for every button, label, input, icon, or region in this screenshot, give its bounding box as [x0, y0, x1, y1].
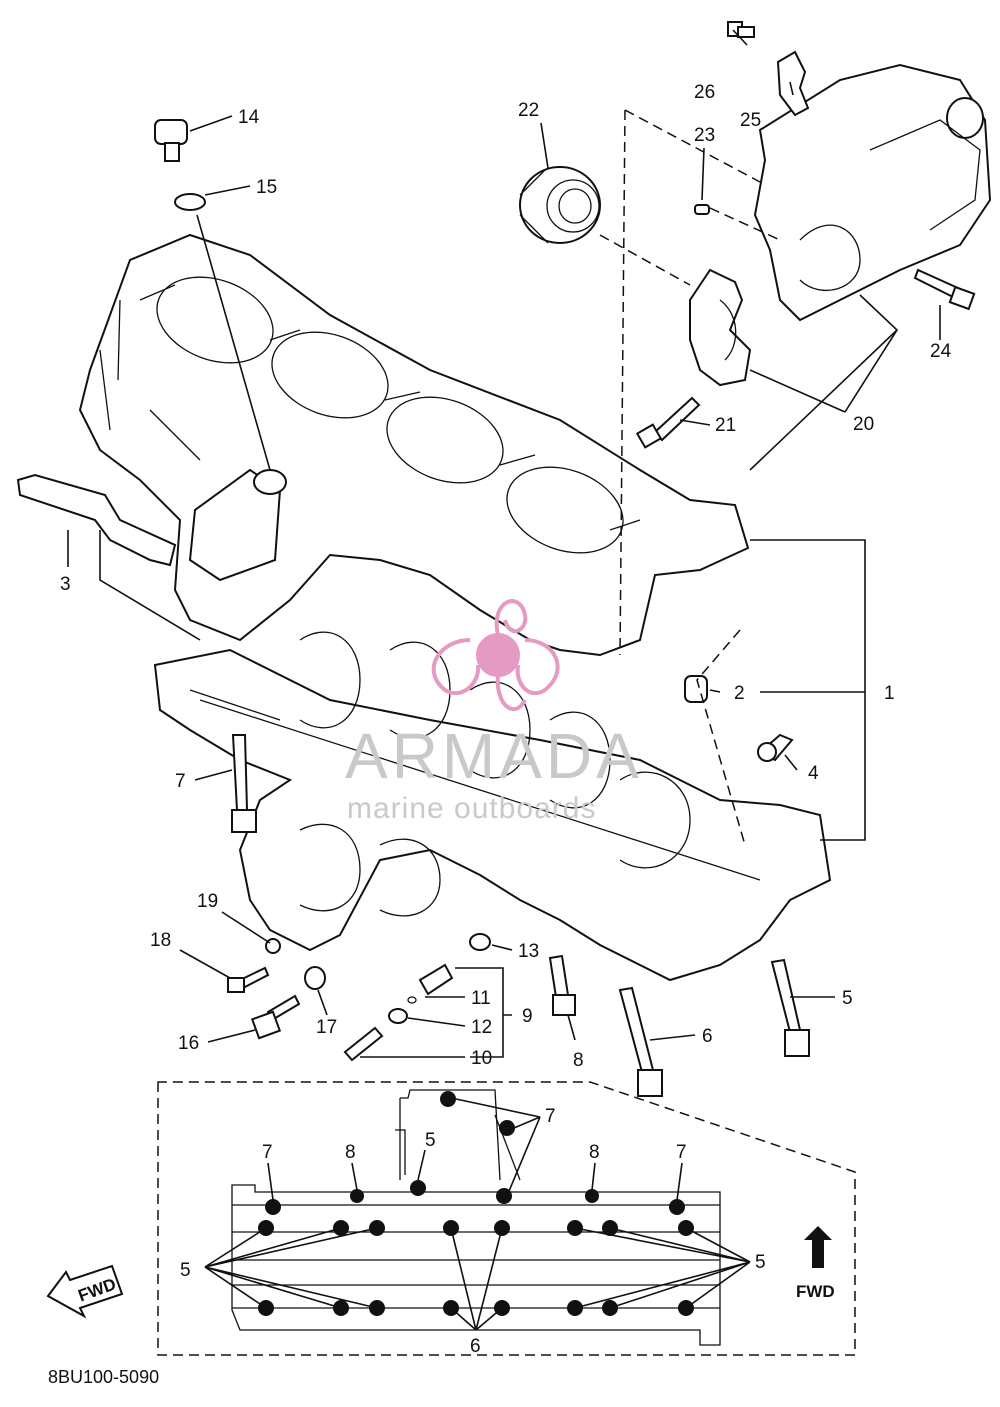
- inset-label-6-bottom: 6: [470, 1336, 481, 1357]
- callout-24: 24: [930, 341, 952, 362]
- callout-21: 21: [715, 415, 736, 436]
- leader-lines: [67, 29, 941, 1058]
- bolt-6: [618, 986, 663, 1097]
- fitting-11: [418, 963, 454, 996]
- watermark-logo: [431, 599, 560, 712]
- callout-26: 26: [694, 82, 715, 103]
- inset-label-8-right: 8: [589, 1142, 600, 1163]
- guide-3: [16, 473, 177, 567]
- callout-19: 19: [197, 891, 218, 912]
- inset-label-5-left: 5: [180, 1260, 191, 1281]
- fwd-up-arrow-icon: [804, 1226, 832, 1268]
- diagram-code: 8BU100-5090: [48, 1367, 159, 1387]
- callout-14: 14: [238, 107, 260, 128]
- callout-15: 15: [256, 177, 277, 198]
- callout-10: 10: [471, 1048, 492, 1069]
- lower-crankcase: [153, 631, 832, 982]
- callout-labels: 1 2 3 4 5 6 7 8 9 10 11 12 13 14 15 16 1…: [60, 82, 952, 1071]
- callout-17: 17: [316, 1017, 337, 1038]
- callout-5: 5: [842, 988, 853, 1009]
- cylinder-block: [78, 233, 750, 657]
- callout-13: 13: [518, 941, 539, 962]
- callout-18: 18: [150, 930, 171, 951]
- bolt-dots: [258, 1091, 694, 1316]
- watermark-brand: ARMADA: [345, 720, 643, 792]
- gasket-15: [174, 193, 206, 211]
- callout-4: 4: [808, 763, 819, 784]
- washer-17: [304, 966, 326, 990]
- bolt-8: [548, 954, 576, 1016]
- bolt-18: [227, 966, 270, 993]
- fwd-label: FWD: [796, 1282, 835, 1301]
- armada-watermark: ARMADA marine outboards: [345, 599, 643, 825]
- callout-16: 16: [178, 1033, 199, 1054]
- callout-25: 25: [740, 110, 761, 131]
- callout-9: 9: [522, 1006, 533, 1027]
- fwd-left-arrow-icon: FWD: [46, 1264, 124, 1319]
- bracket-25: [776, 50, 810, 117]
- callout-20: 20: [853, 414, 874, 435]
- callout-23: 23: [694, 125, 715, 146]
- bolt-5: [770, 958, 810, 1057]
- dowel-2: [684, 675, 708, 703]
- bolt-7: [231, 734, 257, 833]
- fitting-4: [757, 733, 794, 762]
- tightening-sequence-inset: 7 8 5 7 8 7 5 5 6 FWD: [157, 1081, 856, 1357]
- callout-8: 8: [573, 1050, 584, 1071]
- inset-label-5-top: 5: [425, 1130, 436, 1151]
- inset-label-5-right: 5: [755, 1252, 766, 1273]
- bolt-16: [250, 994, 301, 1040]
- bolt-24: [913, 268, 976, 311]
- callout-12: 12: [471, 1017, 492, 1038]
- callout-3: 3: [60, 574, 71, 595]
- oil-pump-cover: [753, 63, 992, 322]
- bearing-22: [519, 166, 601, 244]
- inset-label-7-right: 7: [676, 1142, 687, 1163]
- inset-label-7-left: 7: [262, 1142, 273, 1163]
- bearing-cap-20: [689, 268, 752, 387]
- callout-2: 2: [734, 683, 745, 704]
- washer-13: [469, 933, 491, 951]
- inset-label-8-left: 8: [345, 1142, 356, 1163]
- watermark-tagline: marine outboards: [347, 792, 596, 825]
- callout-22: 22: [518, 100, 539, 121]
- callout-6: 6: [702, 1026, 713, 1047]
- callout-11: 11: [471, 988, 491, 1009]
- oring-12: [388, 996, 417, 1024]
- bolt-26: [727, 21, 755, 38]
- pin-23: [694, 204, 710, 215]
- callout-1: 1: [884, 683, 895, 704]
- callout-7: 7: [175, 771, 186, 792]
- bolt-21: [635, 396, 701, 449]
- plug-14: [154, 119, 188, 162]
- inset-label-7-top: 7: [545, 1106, 556, 1127]
- nipple-10: [343, 1026, 384, 1062]
